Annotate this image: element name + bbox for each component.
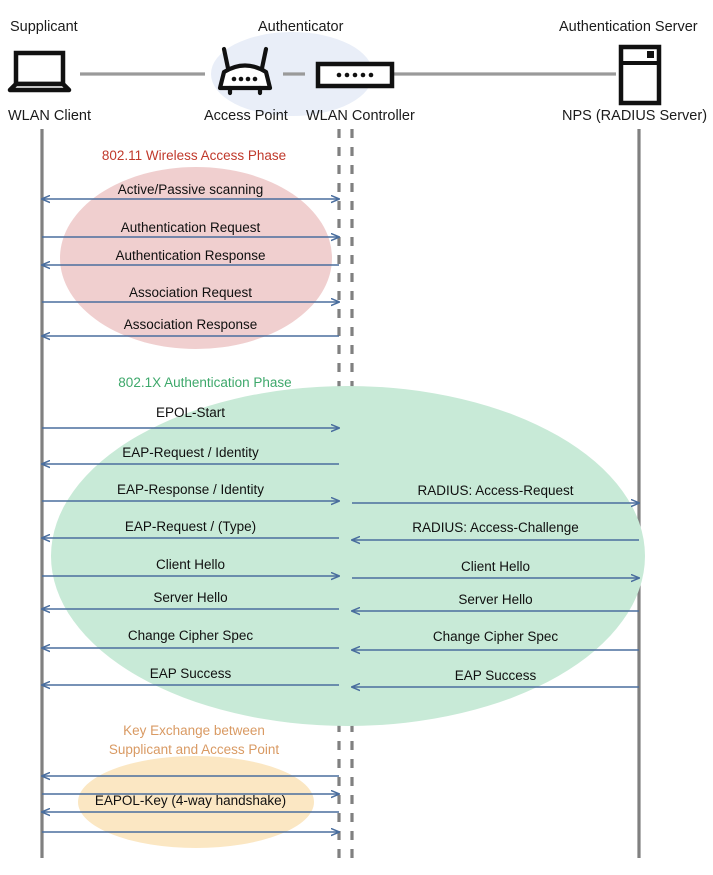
wlan-controller-icon <box>315 61 395 89</box>
msg-association-request: Association Request <box>128 285 253 300</box>
server-icon <box>618 44 662 106</box>
actor-device-wlan-controller: WLAN Controller <box>306 108 415 124</box>
phase-key-ellipse <box>78 756 314 848</box>
msg-client-hello-right: Client Hello <box>460 559 531 574</box>
actor-device-wlan-client: WLAN Client <box>8 108 91 124</box>
access-point-icon <box>217 46 273 96</box>
actor-role-authentication-server: Authentication Server <box>559 19 698 35</box>
msg-radius-access-request: RADIUS: Access-Request <box>417 483 574 498</box>
arrow-group-8021x-left <box>42 428 339 685</box>
phase-title-key-exchange-line2: Supplicant and Access Point <box>108 742 280 757</box>
msg-authentication-response: Authentication Response <box>115 248 266 263</box>
msg-eapol-key-4way-handshake: EAPOL-Key (4-way handshake) <box>94 793 287 808</box>
msg-association-response: Association Response <box>123 317 258 332</box>
phase-title-80211: 802.11 Wireless Access Phase <box>101 148 287 163</box>
actor-device-nps-radius-server: NPS (RADIUS Server) <box>562 108 708 124</box>
msg-eap-request-identity: EAP-Request / Identity <box>122 445 259 460</box>
arrow-group-key-exchange <box>42 776 339 832</box>
msg-eapol-start: EPOL-Start <box>155 405 226 420</box>
msg-change-cipher-spec-right: Change Cipher Spec <box>432 629 559 644</box>
laptop-icon <box>7 50 72 93</box>
phase-80211-ellipse <box>60 167 332 349</box>
arrow-group-8021x-right <box>352 503 639 687</box>
msg-active-passive-scanning: Active/Passive scanning <box>117 182 264 197</box>
arrow-group-80211 <box>42 199 339 336</box>
phase-title-key-exchange-line1: Key Exchange between <box>123 723 265 738</box>
actor-device-access-point: Access Point <box>204 108 288 124</box>
phase-title-8021x: 802.1X Authentication Phase <box>118 375 292 390</box>
msg-authentication-request: Authentication Request <box>120 220 261 235</box>
msg-change-cipher-spec-left: Change Cipher Spec <box>127 628 254 643</box>
msg-eap-success-right: EAP Success <box>454 668 537 683</box>
msg-client-hello-left: Client Hello <box>155 557 226 572</box>
msg-eap-request-type: EAP-Request / (Type) <box>124 519 257 534</box>
msg-server-hello-left: Server Hello <box>153 590 228 605</box>
actor-role-authenticator: Authenticator <box>258 19 344 35</box>
phase-8021x-ellipse <box>51 386 645 726</box>
msg-eap-success-left: EAP Success <box>149 666 232 681</box>
msg-eap-response-identity: EAP-Response / Identity <box>116 482 265 497</box>
msg-radius-access-challenge: RADIUS: Access-Challenge <box>412 520 579 535</box>
actor-role-supplicant: Supplicant <box>10 19 78 35</box>
msg-server-hello-right: Server Hello <box>458 592 533 607</box>
